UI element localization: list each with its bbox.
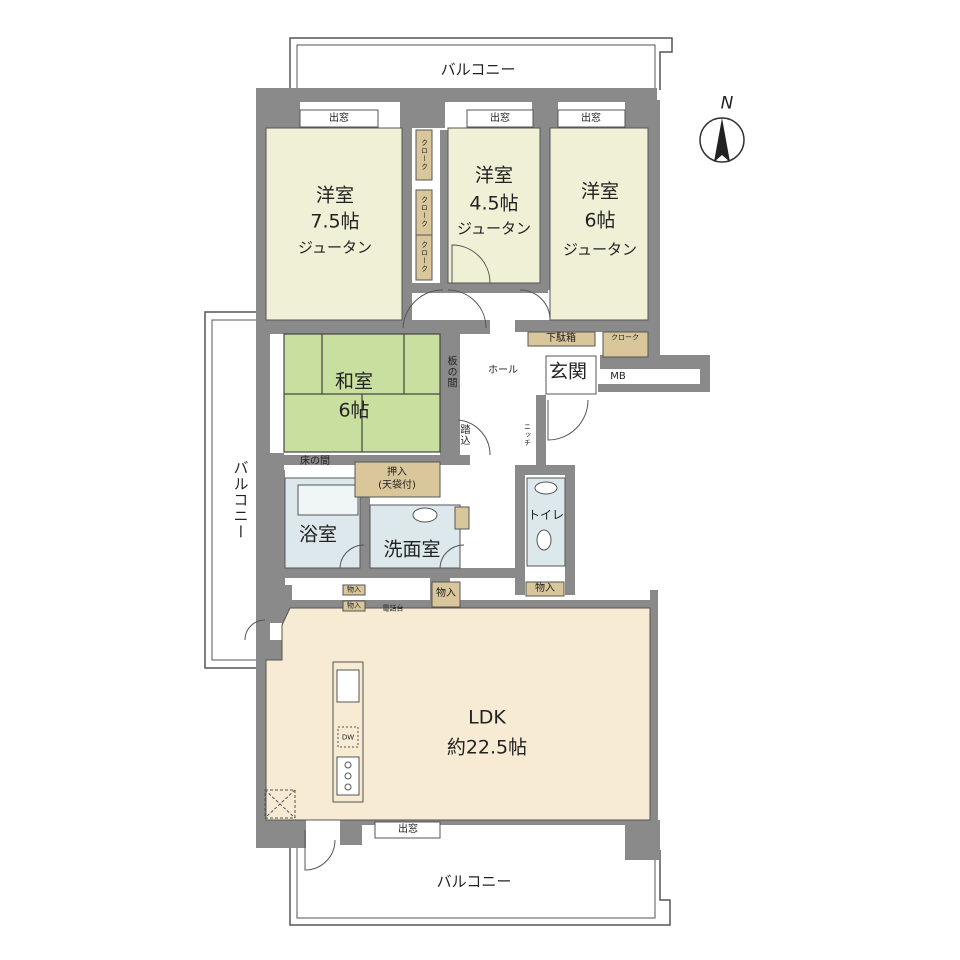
- oshiire-label: 押入: [387, 467, 407, 478]
- room-size: 4.5帖: [469, 192, 519, 215]
- bay-window-label: 出窓: [581, 113, 601, 124]
- stove: [336, 756, 360, 796]
- door-swings: [244, 244, 589, 871]
- room-size: 6帖: [338, 399, 370, 422]
- bay-window-label: 出窓: [398, 824, 418, 835]
- cloak-label: クローク: [420, 196, 429, 228]
- bay-window-label: 出窓: [490, 113, 510, 124]
- dishwasher: [337, 726, 359, 748]
- compass-label: N: [720, 93, 734, 114]
- storage-label: 物入: [436, 588, 456, 599]
- cloak-label: クローク: [611, 333, 639, 342]
- north-arrow-icon: [699, 117, 745, 163]
- mb-label: MB: [610, 371, 626, 382]
- dishwasher-label: DW: [341, 733, 355, 742]
- room-name: 洋室: [315, 184, 355, 207]
- room-name: 洋室: [580, 180, 620, 203]
- left-balcony-outline: [204, 311, 272, 669]
- left-balcony-inner: [211, 319, 272, 661]
- tokonoma-label: 床の間: [300, 456, 330, 467]
- room-name: 玄関: [548, 360, 588, 383]
- room-name: ホール: [488, 365, 518, 376]
- room-name: 洋室: [474, 164, 514, 187]
- phone-stand-label: 電話台: [382, 604, 404, 613]
- wood-floor-label: 板の間: [445, 355, 456, 389]
- bay-window-frames: [299, 109, 626, 839]
- ldk-floor: [265, 607, 651, 821]
- balcony-outlines: [204, 37, 673, 926]
- entrance-floor: [545, 355, 597, 395]
- room-size: 6帖: [584, 209, 616, 232]
- storage-label: 物入: [535, 583, 555, 594]
- toilet-sink: [534, 481, 558, 495]
- room-size: 7.5帖: [310, 210, 360, 233]
- room-name: 浴室: [298, 523, 338, 546]
- room-floor: ジュータン: [298, 238, 372, 257]
- western-room-1-floor: [265, 127, 403, 321]
- bottom-balcony-outline: [289, 838, 671, 926]
- fridge-space: [264, 789, 296, 819]
- fumikomi-label: 踏込: [458, 424, 469, 446]
- western-room-3-floor: [549, 127, 649, 321]
- top-balcony-outline: [289, 37, 673, 100]
- room-floor: ジュータン: [457, 219, 531, 238]
- bay-window-label: 出窓: [329, 113, 349, 124]
- cloak-label: クローク: [420, 241, 429, 273]
- toilet-bowl: [536, 529, 552, 551]
- room-name: トイレ: [527, 508, 565, 522]
- storage-label: 物入: [347, 585, 361, 594]
- wash-basin: [412, 507, 438, 523]
- cloak-label: クローク: [420, 139, 429, 171]
- bathtub: [297, 484, 359, 516]
- storage-label: 物入: [347, 601, 361, 610]
- western-room-2-floor: [447, 127, 541, 284]
- room-name: LDK: [468, 706, 506, 729]
- bottom-balcony-label: バルコニー: [436, 872, 512, 891]
- top-balcony-label: バルコニー: [440, 60, 516, 79]
- japanese-room-floor: [283, 333, 441, 453]
- room-name: 洗面室: [383, 538, 441, 561]
- top-balcony-inner: [296, 44, 656, 100]
- room-size: 約22.5帖: [446, 736, 528, 759]
- niche-label: ニッチ: [523, 423, 532, 447]
- room-floor: ジュータン: [563, 240, 637, 259]
- shoe-box-label: 下駄箱: [546, 333, 576, 344]
- bottom-balcony-inner: [296, 838, 656, 919]
- oshiire-sub-label: (天袋付): [378, 480, 416, 491]
- left-balcony-label: バルコニー: [231, 460, 250, 540]
- stove-burners: [344, 761, 352, 791]
- kitchen-sink: [336, 669, 360, 703]
- storage-areas: [342, 129, 649, 612]
- room-name: 和室: [334, 370, 374, 393]
